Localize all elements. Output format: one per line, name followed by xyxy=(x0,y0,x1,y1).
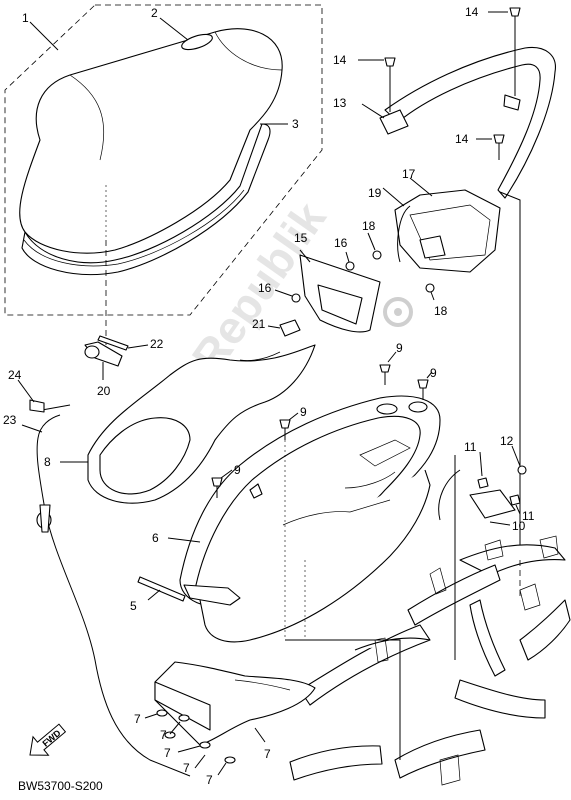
box-leader xyxy=(285,639,401,760)
callout-7-e: 7 xyxy=(206,773,213,787)
callout-13: 13 xyxy=(333,96,347,110)
callout-1: 1 xyxy=(22,11,29,25)
callout-9-a: 9 xyxy=(396,341,403,355)
callout-6: 7 xyxy=(264,747,271,761)
callout-17: 17 xyxy=(402,167,416,181)
bolts-9: 9 9 9 9 xyxy=(211,341,437,498)
callout-20: 20 xyxy=(97,384,111,398)
callout-12: 12 xyxy=(500,434,514,448)
callout-18-b: 18 xyxy=(434,304,448,318)
callout-18-a: 18 xyxy=(362,219,376,233)
callout-14-c: 14 xyxy=(455,132,469,146)
callouts: 1 2 3 xyxy=(22,6,299,131)
watermark-gear-icon xyxy=(383,297,413,327)
callout-22: 21 xyxy=(252,317,266,331)
bracket-17: 19 17 18 18 xyxy=(362,167,501,318)
callout-23: 23 xyxy=(3,413,17,427)
bolt-9-c: 9 xyxy=(279,405,307,440)
bolt-9-a: 9 xyxy=(379,341,403,385)
callout-2: 2 xyxy=(151,6,158,20)
callout-7-a: 7 xyxy=(134,712,141,726)
seat-lock-cable: 23 24 xyxy=(3,368,191,777)
callout-9-c: 9 xyxy=(300,405,307,419)
bolt-9-d: 9 xyxy=(211,463,241,498)
fwd-arrow-icon: FWD xyxy=(29,723,67,756)
callout-16-b: 16 xyxy=(334,236,348,250)
rod: 5 xyxy=(130,576,186,613)
seat-lock: 22 20 xyxy=(84,335,164,398)
callout-7-b: 7 xyxy=(160,728,167,742)
callout-11-a: 11 xyxy=(464,440,477,454)
diagram-code: BW53700-S200 xyxy=(18,779,103,793)
callout-14-b: 14 xyxy=(465,5,479,19)
callout-15: 15 xyxy=(294,231,308,245)
screws-7: 7 7 7 7 7 xyxy=(134,709,236,787)
under-panel: 7 xyxy=(154,661,316,761)
callout-16-a: 16 xyxy=(258,281,272,295)
panel-15: 15 21 16 16 xyxy=(252,231,381,337)
callout-9-b: 9 xyxy=(430,366,437,380)
callout-5: 6 xyxy=(152,531,159,545)
callout-3: 3 xyxy=(292,117,299,131)
seat xyxy=(19,28,283,276)
seat-assembly-box xyxy=(4,4,323,316)
callout-21: 22 xyxy=(150,337,164,351)
callout-7-d: 7 xyxy=(183,761,190,775)
callout-8: 8 xyxy=(44,455,51,469)
storage-box: 6 xyxy=(152,395,441,643)
seat-cover: 8 xyxy=(44,344,316,504)
callout-19: 19 xyxy=(368,186,382,200)
bolt-9-b: 9 xyxy=(417,366,437,400)
grab-bar: 13 14 14 14 xyxy=(333,5,556,199)
frame: 10 11 11 12 xyxy=(289,434,571,786)
callout-4: 5 xyxy=(130,599,137,613)
callout-14-a: 14 xyxy=(333,53,347,67)
callout-9-d: 9 xyxy=(234,463,241,477)
callout-7-c: 7 xyxy=(164,746,171,760)
callout-10: 10 xyxy=(512,519,526,533)
grab-bar-leader xyxy=(499,191,521,560)
callout-24: 24 xyxy=(8,368,22,382)
callout-11-b: 11 xyxy=(522,509,535,523)
